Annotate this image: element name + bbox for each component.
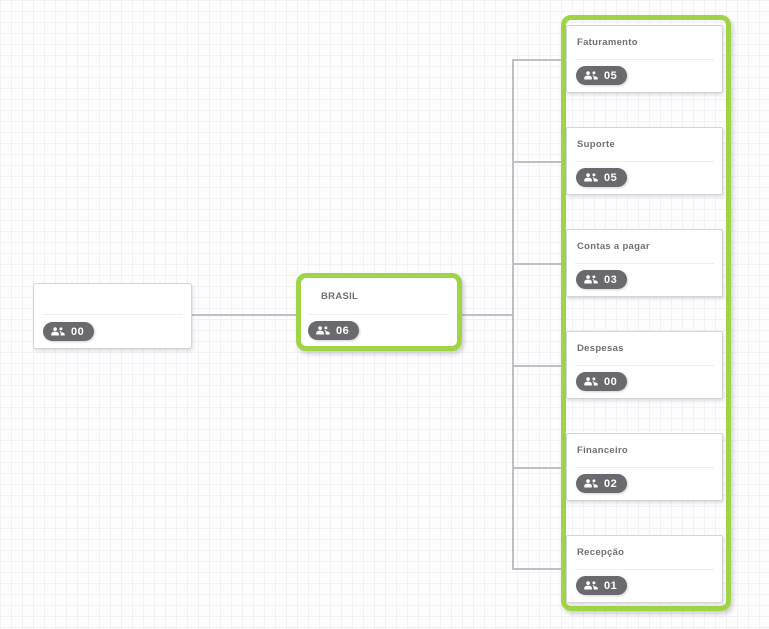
member-count: 06	[336, 324, 350, 337]
node-country[interactable]: BRASIL 06	[301, 278, 457, 346]
node-title: Contas a pagar	[577, 241, 650, 252]
connector-branch-suporte	[512, 161, 562, 163]
node-divider	[575, 365, 714, 366]
node-title: Suporte	[577, 139, 615, 150]
users-group-icon	[584, 274, 598, 283]
node-department-faturamento[interactable]: Faturamento 05	[566, 25, 723, 93]
node-divider	[575, 263, 714, 264]
node-title: Financeiro	[577, 445, 629, 456]
member-count: 00	[604, 375, 618, 388]
node-divider	[575, 467, 714, 468]
connector-country-to-trunk	[462, 314, 513, 316]
node-country-highlight-ring: BRASIL 06	[296, 273, 462, 351]
member-count: 00	[71, 325, 85, 338]
node-divider	[575, 161, 714, 162]
member-count-badge[interactable]: 05	[576, 168, 628, 187]
node-title: Despesas	[577, 343, 624, 354]
connector-branch-recepcao	[512, 568, 562, 570]
member-count-badge[interactable]: 00	[43, 322, 95, 341]
member-count-badge[interactable]: 02	[576, 474, 628, 493]
departments-highlight-ring: Faturamento 05 Suporte 05	[561, 15, 731, 611]
connector-root-to-country	[192, 314, 296, 316]
member-count: 05	[604, 171, 618, 184]
member-count-badge[interactable]: 00	[576, 372, 628, 391]
member-count: 05	[604, 69, 618, 82]
node-divider	[42, 314, 183, 315]
member-count: 01	[604, 579, 618, 592]
member-count-badge[interactable]: 05	[576, 66, 628, 85]
member-count: 02	[604, 477, 618, 490]
node-title	[34, 284, 191, 314]
node-department-financeiro[interactable]: Financeiro 02	[566, 433, 723, 501]
connector-branch-contas-a-pagar	[512, 263, 562, 265]
member-count-badge[interactable]: 03	[576, 270, 628, 289]
users-group-icon	[584, 172, 598, 181]
connector-branch-faturamento	[512, 59, 562, 61]
users-group-icon	[584, 376, 598, 385]
node-root[interactable]: 00	[33, 283, 192, 349]
node-title: Recepção	[577, 547, 625, 558]
node-title: BRASIL	[321, 290, 359, 302]
connector-branch-despesas	[512, 365, 562, 367]
node-divider	[575, 59, 714, 60]
node-department-recepcao[interactable]: Recepção 01	[566, 535, 723, 603]
users-group-icon	[584, 70, 598, 79]
users-group-icon	[51, 326, 65, 335]
users-group-icon	[316, 325, 330, 334]
node-divider	[309, 314, 449, 315]
connector-trunk	[512, 59, 514, 570]
users-group-icon	[584, 580, 598, 589]
node-department-despesas[interactable]: Despesas 00	[566, 331, 723, 399]
node-department-suporte[interactable]: Suporte 05	[566, 127, 723, 195]
member-count: 03	[604, 273, 618, 286]
node-department-contas-a-pagar[interactable]: Contas a pagar 03	[566, 229, 723, 297]
users-group-icon	[584, 478, 598, 487]
member-count-badge[interactable]: 01	[576, 576, 628, 595]
connector-branch-financeiro	[512, 467, 562, 469]
node-title: Faturamento	[577, 37, 638, 48]
node-divider	[575, 569, 714, 570]
member-count-badge[interactable]: 06	[308, 321, 360, 340]
